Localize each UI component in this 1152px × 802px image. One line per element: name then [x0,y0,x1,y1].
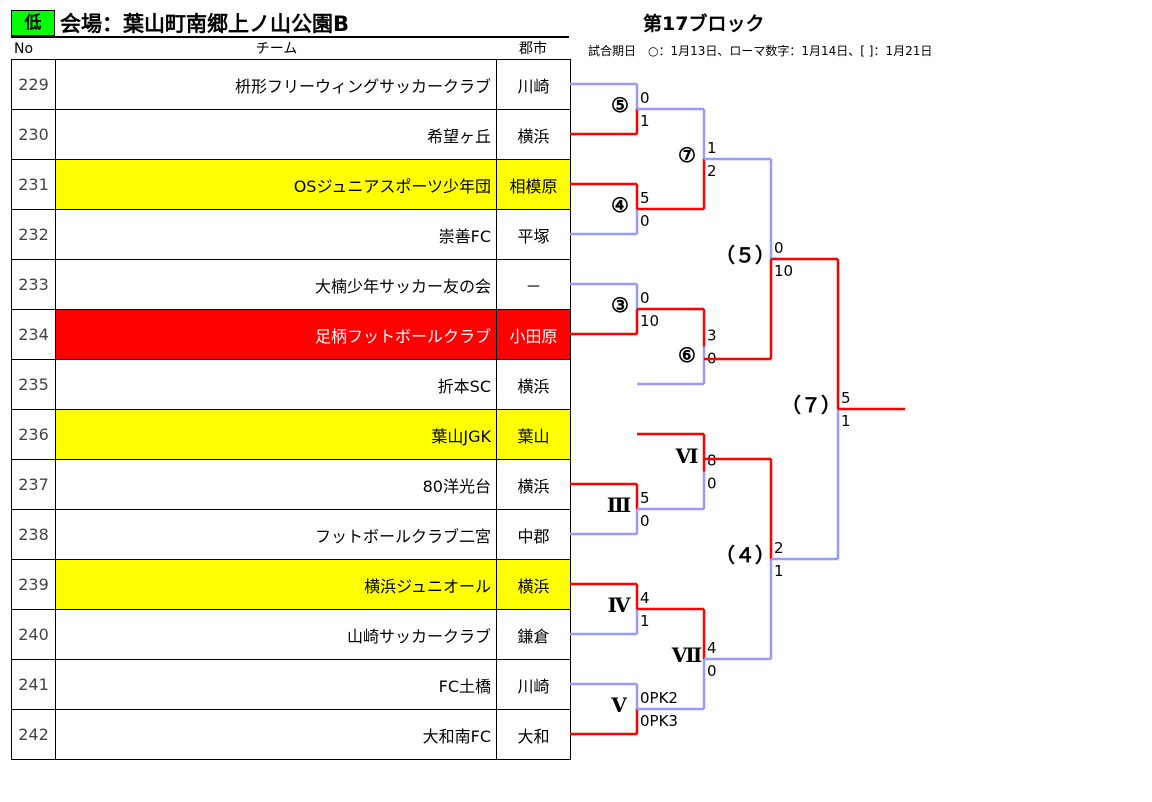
team-name: 崇善FC [55,209,497,260]
match-score: 0 [640,289,650,307]
match-score: 1 [707,139,717,157]
venue-title: 会場：葉山町南郷上ノ山公園B [60,12,350,36]
team-city: 相模原 [496,159,571,210]
match-score: 5 [640,489,650,507]
team-city: 中郡 [496,509,571,560]
match-score: 1 [640,612,650,630]
match-score: 0 [774,239,784,257]
team-number: 230 [11,109,56,160]
team-number: 231 [11,159,56,210]
team-city: 葉山 [496,409,571,460]
match-score: 2 [774,539,784,557]
match-score: 1 [841,412,851,430]
match-score: 0 [640,89,650,107]
match-number: （５） [715,243,775,267]
header-divider [11,36,569,38]
team-city: 横浜 [496,109,571,160]
team-number: 239 [11,559,56,610]
match-score: 10 [774,262,793,280]
team-number: 234 [11,309,56,360]
team-name: 希望ヶ丘 [55,109,497,160]
team-name: OSジュニアスポーツ少年団 [55,159,497,210]
match-score: 2 [707,162,717,180]
team-city: 横浜 [496,459,571,510]
match-number: ⑦ [678,143,696,167]
match-score: 1 [774,562,784,580]
team-name: 折本SC [55,359,497,410]
match-number: Ⅶ [671,643,703,667]
match-score: 4 [640,589,650,607]
team-number: 238 [11,509,56,560]
team-number: 242 [11,709,56,760]
match-number: ③ [611,293,629,317]
match-score: 4 [707,639,717,657]
match-score: 10 [640,312,659,330]
match-score: 0PK2 [640,689,678,707]
match-number: Ⅳ [608,593,631,617]
team-number: 241 [11,659,56,710]
match-number: ⑥ [678,343,696,367]
team-city: 平塚 [496,209,571,260]
column-header-no: No [14,41,34,57]
grade-badge: 低 [11,10,55,36]
team-name: 山崎サッカークラブ [55,609,497,660]
team-name: 大和南FC [55,709,497,760]
match-score: 0 [640,512,650,530]
match-score: 5 [841,389,851,407]
match-score: 0 [707,475,717,493]
match-number: Ⅲ [607,493,631,517]
team-city: 川崎 [496,659,571,710]
match-score: 3 [707,327,717,345]
team-number: 237 [11,459,56,510]
match-score: 1 [640,112,650,130]
team-city: 横浜 [496,359,571,410]
team-city: 大和 [496,709,571,760]
match-number: Ⅵ [675,444,699,468]
match-score: 8 [707,452,717,470]
team-name: 葉山JGK [55,409,497,460]
match-number: Ⅴ [610,693,627,717]
column-header-team: チーム [255,41,298,57]
team-number: 240 [11,609,56,660]
team-city: 鎌倉 [496,609,571,660]
team-name: 横浜ジュニオール [55,559,497,610]
team-name: 大楠少年サッカー友の会 [55,259,497,310]
match-score: 0 [707,662,717,680]
schedule-legend: 試合期日 ○：1月13日、ローマ数字：1月14日、[ ]：1月21日 [588,44,933,58]
match-number: （４） [715,543,775,567]
match-number: ④ [611,193,629,217]
column-header-city: 郡市 [519,41,547,57]
match-score: 0PK3 [640,712,678,730]
match-number: （７） [781,393,841,417]
match-score: 5 [640,189,650,207]
block-title: 第17ブロック [643,13,765,35]
team-number: 236 [11,409,56,460]
team-number: 232 [11,209,56,260]
match-number: ⑤ [611,93,629,117]
match-score: 0 [640,212,650,230]
